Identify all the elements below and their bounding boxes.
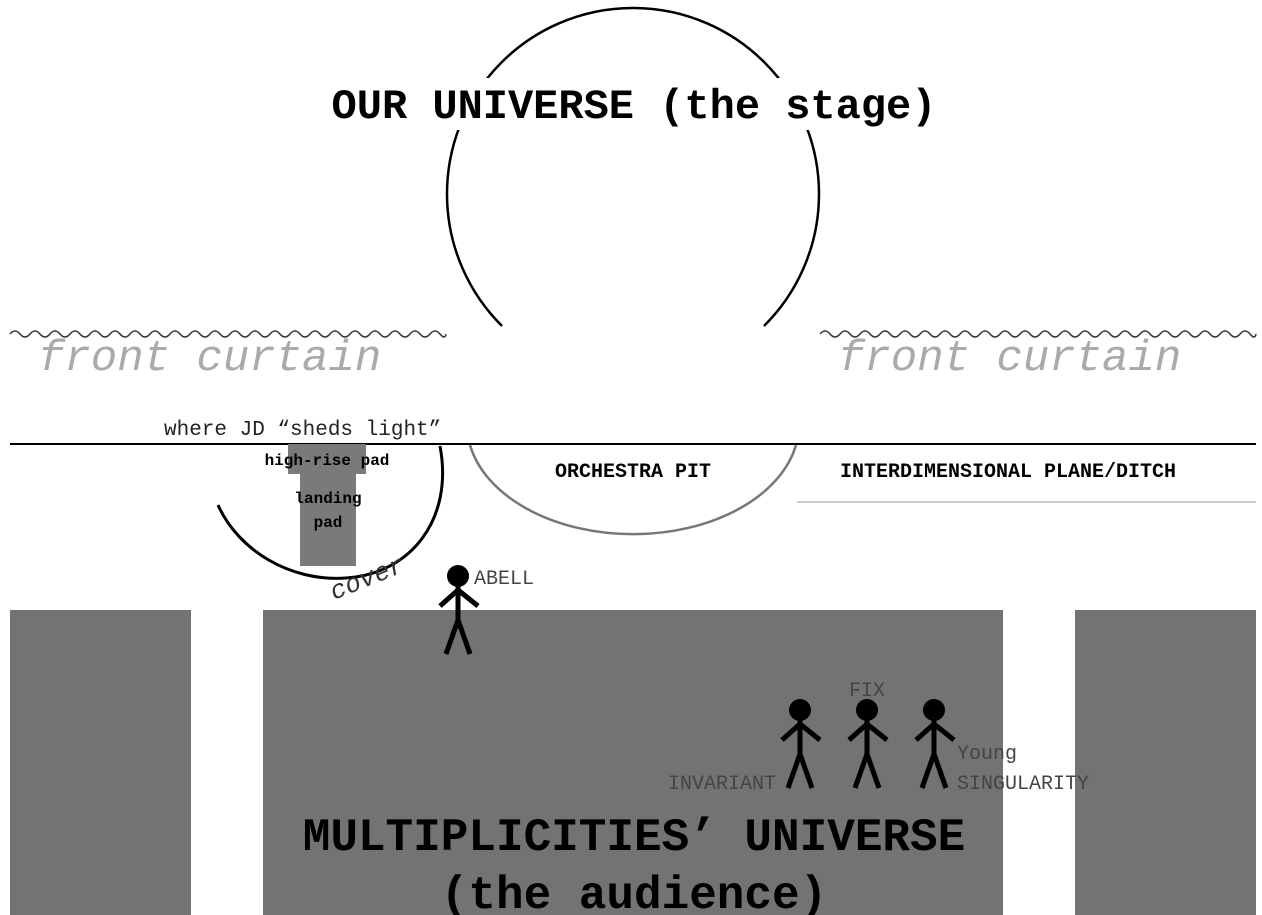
stage-title: OUR UNIVERSE (the stage) — [332, 83, 937, 131]
high-rise-pad-label: high-rise pad — [265, 452, 390, 470]
audience-block-right — [1075, 610, 1256, 915]
landing-pad-label-1: landing — [294, 490, 361, 508]
interdimensional-plane-label: INTERDIMENSIONAL PLANE/DITCH — [840, 461, 1176, 484]
singularity-label: SINGULARITY — [957, 773, 1089, 796]
right-curtain-label: front curtain — [838, 334, 1181, 384]
orchestra-pit-arc — [470, 445, 796, 534]
jd-label: where JD “sheds light” — [164, 419, 441, 442]
stage-circle — [447, 8, 819, 326]
audience-title-line-2: (the audience) — [441, 870, 827, 915]
young-label: Young — [957, 743, 1017, 766]
audience-title-line-1: MULTIPLICITIES’ UNIVERSE — [303, 812, 966, 864]
left-curtain-label: front curtain — [38, 334, 381, 384]
audience-block-left — [10, 610, 191, 915]
landing-pad-label-2: pad — [314, 514, 343, 532]
fix-label: FIX — [849, 680, 885, 703]
orchestra-pit-label: ORCHESTRA PIT — [555, 461, 711, 484]
invariant-label: INVARIANT — [668, 773, 776, 796]
abell-label: ABELL — [474, 568, 534, 591]
